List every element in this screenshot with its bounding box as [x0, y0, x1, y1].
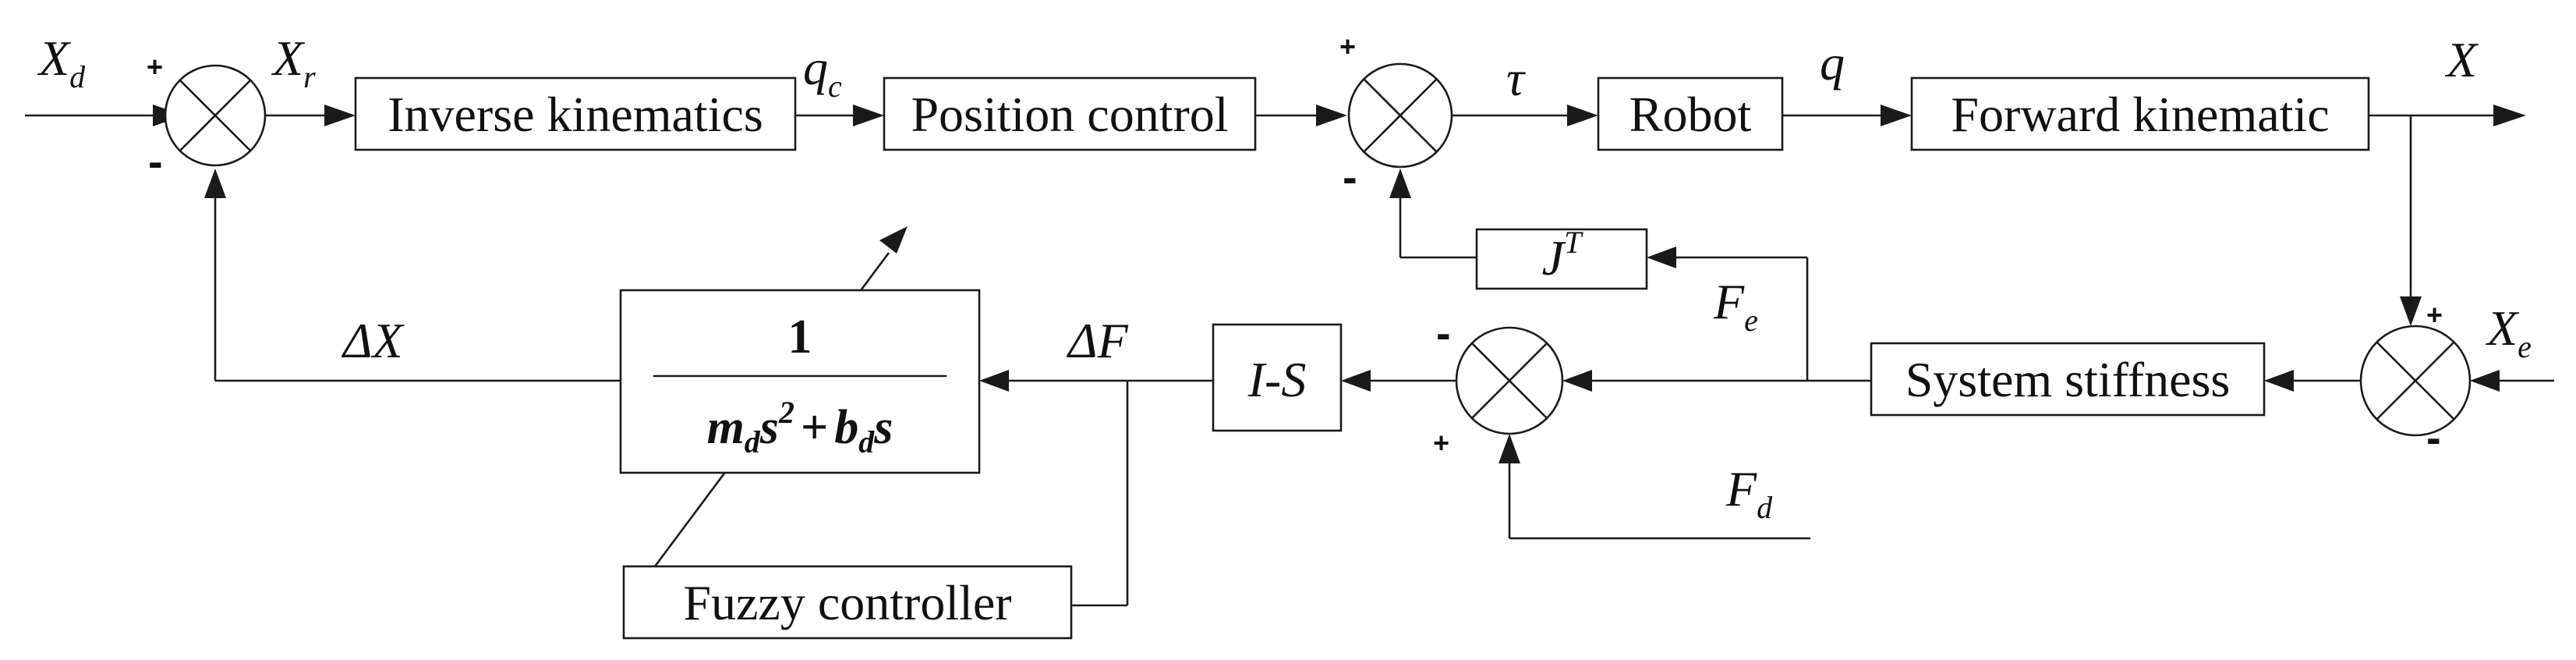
admittance-numerator: 1: [788, 310, 812, 364]
block-admittance: 1 mds2+bds: [619, 289, 981, 474]
line-position-control-to-sum2: [1255, 105, 1347, 126]
line-sum4-to-system-stiffness: [2264, 370, 2361, 392]
summing-junction-1: [164, 64, 267, 167]
summing-junction-3: [1455, 326, 1564, 435]
sum1-plus-sign: +: [147, 51, 163, 83]
sum2-minus-sign: -: [1343, 152, 1357, 201]
block-system-stiffness: System stiffness: [1870, 342, 2266, 417]
block-i-s: I-S: [1212, 323, 1343, 432]
block-robot: Robot: [1597, 76, 1784, 151]
line-xe-to-sum4: [2470, 370, 2554, 392]
signal-qc-label: qc: [803, 40, 842, 104]
block-jacobian-transpose: JT: [1475, 225, 1648, 290]
signal-tau-label: τ: [1506, 51, 1526, 106]
fuzzy-controller-label: Fuzzy controller: [683, 575, 1011, 630]
line-x-down-to-sum4: [2400, 115, 2422, 326]
sum1-minus-sign: -: [148, 137, 163, 186]
line-ik-to-position-control: [795, 105, 884, 126]
line-fd-to-sum3: [1499, 434, 1810, 540]
line-forward-kinematic-to-output: [2369, 105, 2526, 126]
signal-fd-label: Fd: [1725, 461, 1773, 525]
sum4-plus-sign: +: [2426, 299, 2443, 331]
line-system-stiffness-to-sum3: [1562, 370, 1871, 392]
inverse-kinematics-label: Inverse kinematics: [387, 87, 763, 142]
line-xd-to-sum1: [25, 105, 184, 126]
line-fe-to-jacobian: [1647, 247, 1809, 381]
signal-xe-label: Xe: [2485, 300, 2532, 364]
signal-xd-label: Xd: [37, 30, 86, 94]
sum3-minus-sign: -: [1436, 308, 1451, 357]
jacobian-base: J: [1542, 230, 1566, 286]
block-forward-kinematic: Forward kinematic: [1910, 76, 2370, 151]
summing-junction-2: [1347, 62, 1453, 169]
line-admittance-to-sum1: [204, 169, 621, 382]
signal-q-label: q: [1820, 35, 1845, 90]
line-sum3-to-i-s: [1341, 370, 1456, 392]
block-fuzzy-controller: Fuzzy controller: [622, 565, 1073, 640]
signal-delta-x-label: ΔX: [341, 313, 405, 368]
block-inverse-kinematics: Inverse kinematics: [354, 76, 797, 151]
forward-kinematic-label: Forward kinematic: [1951, 87, 2329, 142]
signal-delta-f-label: ΔF: [1066, 313, 1129, 368]
svg-text:JT: JT: [1542, 225, 1583, 286]
line-sum1-to-inverse-kinematics: [265, 105, 356, 126]
sum4-minus-sign: -: [2426, 413, 2441, 462]
line-jacobian-to-sum2: [1389, 169, 1477, 259]
sum2-plus-sign: +: [1339, 30, 1356, 62]
admittance-denominator: mds2+bds: [707, 395, 893, 460]
i-s-label: I-S: [1247, 352, 1307, 407]
line-robot-to-forward-kinematic: [1782, 105, 1912, 126]
robot-label: Robot: [1629, 87, 1752, 142]
line-sum2-to-robot: [1452, 105, 1598, 126]
sum3-plus-sign: +: [1433, 427, 1449, 459]
signal-x-label: X: [2444, 32, 2479, 87]
line-df-to-fuzzy-controller: [1071, 381, 1129, 607]
jacobian-sup: T: [1564, 225, 1583, 260]
system-stiffness-label: System stiffness: [1905, 352, 2231, 407]
signal-xr-label: Xr: [271, 30, 316, 94]
line-i-s-to-admittance: [979, 370, 1213, 392]
block-position-control: Position control: [883, 76, 1257, 151]
signal-fe-label: Fe: [1713, 274, 1758, 338]
position-control-label: Position control: [911, 87, 1228, 142]
summing-junction-4: [2359, 325, 2472, 437]
